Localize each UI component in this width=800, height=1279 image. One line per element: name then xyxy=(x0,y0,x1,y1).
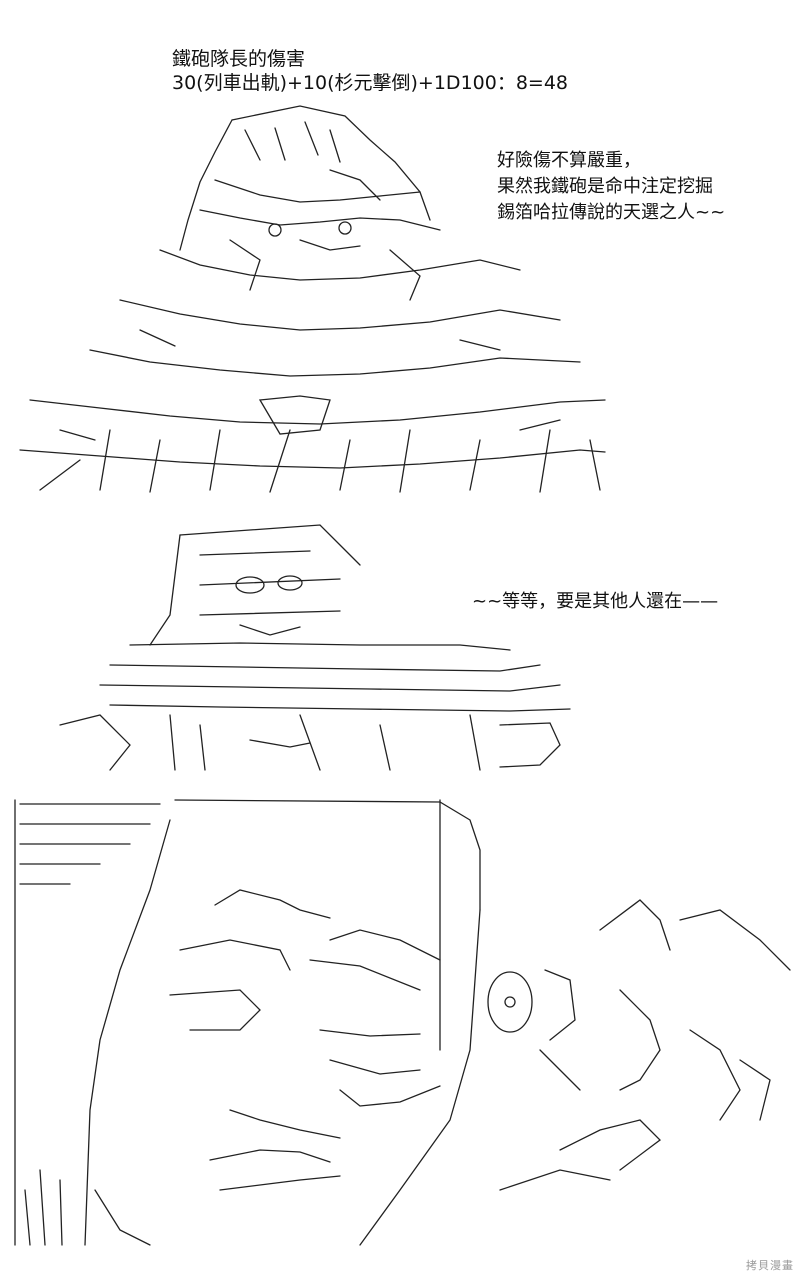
speech-top: 好險傷不算嚴重， 果然我鐵砲是命中注定挖掘 錫箔哈拉傳說的天選之人~~ xyxy=(497,148,725,226)
ascii-art-closeup-face xyxy=(0,790,800,1250)
watermark: 拷貝漫畫 xyxy=(746,1259,794,1272)
damage-caption: 鐵砲隊長的傷害 30(列車出軌)+10(杉元擊倒)+1D100：8=48 xyxy=(172,47,568,96)
ascii-art-prone-figure xyxy=(40,515,580,775)
speech-middle: ~~等等，要是其他人還在—— xyxy=(472,591,719,612)
damage-title: 鐵砲隊長的傷害 xyxy=(172,48,306,70)
ascii-art-collapsed-figure xyxy=(0,100,620,500)
speech-top-line-3: 錫箔哈拉傳說的天選之人~~ xyxy=(497,202,726,223)
damage-formula: 30(列車出軌)+10(杉元擊倒)+1D100：8=48 xyxy=(172,72,569,95)
speech-top-line-2: 果然我鐵砲是命中注定挖掘 xyxy=(497,176,713,197)
speech-top-line-1: 好險傷不算嚴重， xyxy=(497,150,641,171)
